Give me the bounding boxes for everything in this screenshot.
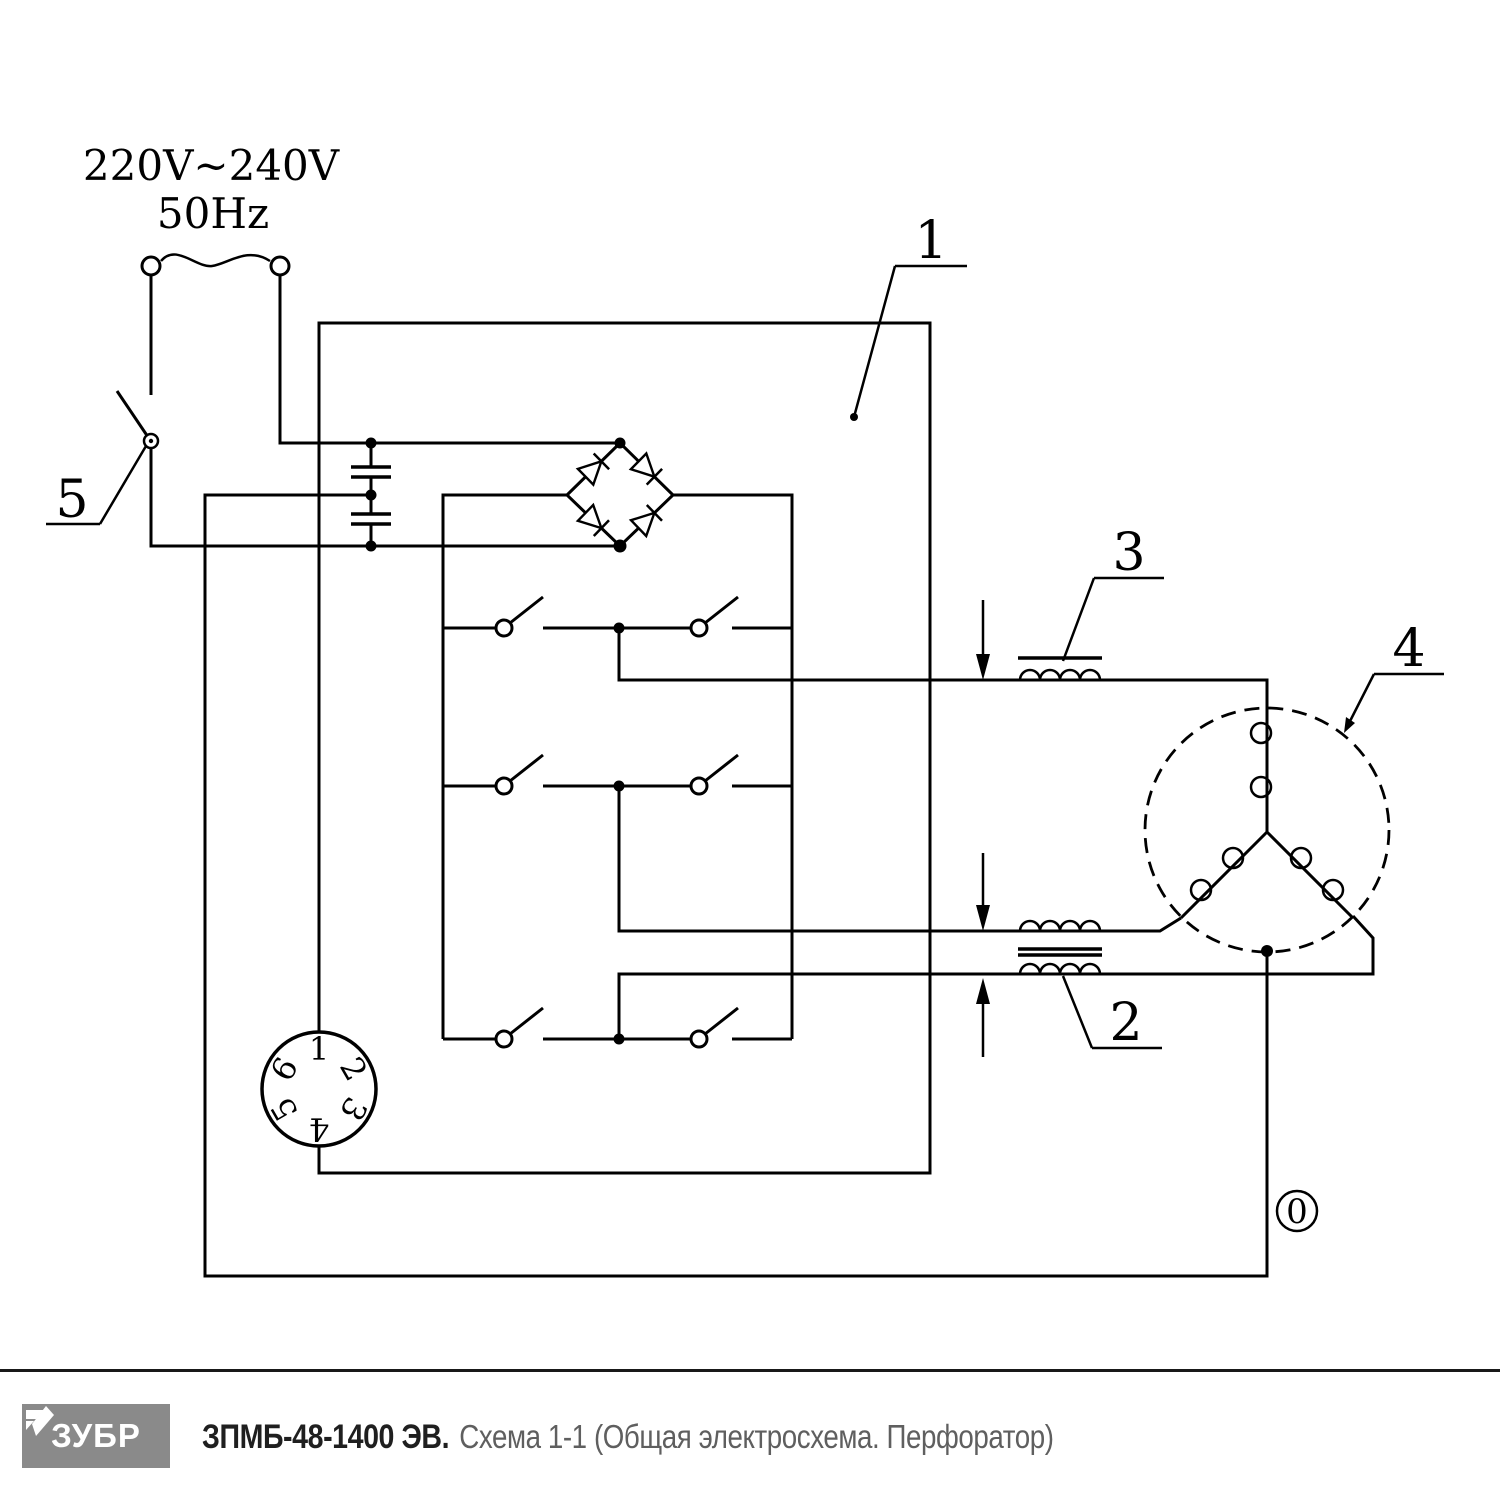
supply-frequency-label: 50Hz bbox=[157, 189, 269, 238]
callout-3-leader bbox=[1061, 576, 1164, 662]
neutral-mark-label: 0 bbox=[1286, 1192, 1308, 1232]
main-switch bbox=[115, 390, 620, 548]
callout-2-label: 2 bbox=[1109, 993, 1142, 1053]
star-point-dot bbox=[1261, 945, 1273, 957]
callout-1-leader bbox=[852, 264, 967, 418]
choke-3 bbox=[1018, 656, 1102, 681]
live-wire-right bbox=[278, 275, 620, 445]
switch-row-2-blades bbox=[509, 753, 739, 783]
callout-5: 5 bbox=[46, 445, 148, 530]
choke-pair bbox=[1018, 919, 1102, 975]
diode-icon bbox=[575, 502, 604, 530]
diode-bar bbox=[645, 504, 663, 522]
supply-voltage-label: 220V~240V bbox=[83, 141, 340, 190]
capacitor-1-icon bbox=[351, 465, 391, 479]
capacitor-bank bbox=[351, 443, 391, 546]
neutral-mark-circle bbox=[1275, 1189, 1319, 1233]
leader-dot bbox=[850, 413, 858, 421]
switch-matrix bbox=[443, 595, 1375, 1049]
contact-icon bbox=[689, 776, 709, 796]
winding-curl-icon bbox=[1189, 878, 1213, 902]
callout-1-label: 1 bbox=[914, 211, 947, 271]
switch-row-3-blades bbox=[509, 1006, 739, 1036]
diode-icon bbox=[628, 511, 657, 539]
core-bars bbox=[1018, 947, 1102, 957]
flow-arrows bbox=[976, 600, 990, 1057]
contact-icon bbox=[494, 776, 514, 796]
switch-row-1-blades bbox=[509, 595, 739, 625]
contact-icon bbox=[494, 618, 514, 638]
inductor-icon bbox=[1018, 668, 1102, 681]
terminal-right bbox=[269, 255, 291, 277]
brand-arrow-icon bbox=[26, 1406, 54, 1436]
callout-4: 4 bbox=[1344, 619, 1444, 733]
footer-model: ЗПМБ-48-1400 ЭВ. bbox=[202, 1417, 450, 1456]
leader-arrowhead bbox=[1344, 717, 1355, 733]
switch-output-wire bbox=[149, 448, 620, 548]
arrowhead bbox=[976, 654, 990, 680]
switch-pivot-dot bbox=[148, 438, 154, 444]
switch-blade-icon bbox=[115, 390, 150, 438]
capacitor-2-icon bbox=[351, 512, 391, 526]
dial-circle bbox=[260, 1030, 378, 1148]
winding-curl-icon bbox=[1289, 846, 1313, 870]
brand-badge: ЗУБР bbox=[22, 1404, 170, 1468]
neutral-mark: 0 bbox=[1275, 1189, 1319, 1233]
winding-curl-icon bbox=[1249, 775, 1273, 799]
winding-curl-icon bbox=[1249, 721, 1273, 745]
mode-dial: 1 2 3 4 5 6 bbox=[260, 1030, 378, 1148]
motor bbox=[1143, 706, 1391, 957]
winding-curl-icon bbox=[1321, 878, 1345, 902]
power-terminals bbox=[140, 253, 620, 445]
contact-icon bbox=[689, 618, 709, 638]
callout-5-leader bbox=[46, 445, 148, 526]
footer-separator bbox=[0, 1369, 1500, 1372]
schematic-canvas: 220V~240V 50Hz bbox=[46, 141, 1444, 1278]
terminal-left bbox=[140, 255, 162, 277]
callout-4-label: 4 bbox=[1392, 619, 1425, 679]
neutral-loop-wire bbox=[203, 493, 1269, 1278]
diode-bar bbox=[592, 519, 610, 537]
junction-dots bbox=[365, 437, 627, 1045]
bridge-left-wire bbox=[441, 493, 567, 1039]
power-cord-icon bbox=[160, 253, 271, 268]
enclosure-box bbox=[317, 321, 932, 1175]
arrowhead bbox=[976, 905, 990, 931]
bridge-right-wire bbox=[673, 493, 794, 1039]
diode-icon bbox=[628, 451, 657, 479]
callout-4-leader bbox=[1344, 672, 1444, 730]
diode-bar bbox=[645, 468, 663, 486]
motor-windings bbox=[1179, 708, 1355, 920]
diode-bar bbox=[592, 452, 610, 471]
inductor-icon bbox=[1018, 962, 1102, 975]
inductor-icon bbox=[1018, 919, 1102, 932]
phase-wire-bottom bbox=[617, 914, 1375, 1039]
callout-2-leader bbox=[1061, 975, 1162, 1050]
phase-wire-mid bbox=[617, 786, 1182, 933]
bridge-diamond bbox=[564, 440, 676, 549]
callout-5-label: 5 bbox=[55, 470, 88, 530]
callout-3: 3 bbox=[1061, 523, 1164, 662]
footer-caption: ЗПМБ-48-1400 ЭВ. Схема 1-1 (Общая электр… bbox=[202, 1412, 1054, 1462]
callout-1: 1 bbox=[850, 211, 967, 421]
phase-wire-top bbox=[617, 628, 1269, 708]
diode-icon bbox=[575, 459, 604, 487]
dial-number-4: 4 bbox=[309, 1110, 329, 1148]
footer-subtitle: Схема 1-1 (Общая электросхема. Перфорато… bbox=[459, 1418, 1054, 1455]
contact-icon bbox=[689, 1029, 709, 1049]
dial-number-1: 1 bbox=[309, 1030, 329, 1068]
arrowhead bbox=[976, 978, 990, 1004]
winding-curl-icon bbox=[1221, 846, 1245, 870]
brand-name: ЗУБР bbox=[51, 1417, 141, 1454]
callout-3-label: 3 bbox=[1112, 523, 1145, 583]
contact-icon bbox=[494, 1029, 514, 1049]
bridge-rectifier bbox=[441, 440, 794, 1039]
motor-circle bbox=[1143, 706, 1391, 954]
callout-2: 2 bbox=[1061, 975, 1162, 1053]
